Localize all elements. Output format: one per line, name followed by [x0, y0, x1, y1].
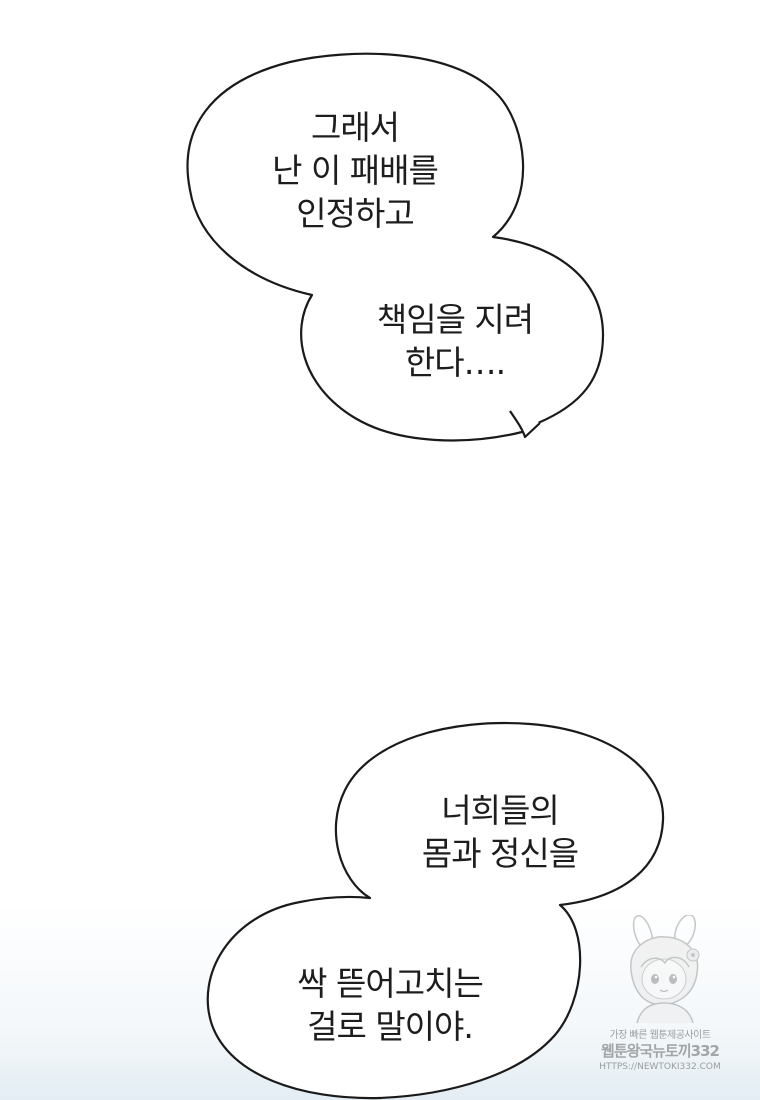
speech-text-1-line-1: 그래서	[310, 108, 400, 147]
mascot-watermark-icon	[630, 915, 700, 1024]
speech-text-2-line-2: 한다….	[404, 343, 506, 382]
watermark-site-name: 웹툰왕국뉴토끼332	[601, 1042, 720, 1060]
speech-bubble-top-tail	[510, 411, 540, 437]
speech-text-1-line-2: 난 이 패배를	[272, 151, 439, 190]
watermark-tagline: 가장 빠른 웹툰제공사이트	[609, 1030, 711, 1041]
speech-text-1: 그래서 난 이 패배를 인정하고	[225, 106, 485, 235]
speech-text-2: 책임을 지려 한다….	[330, 298, 580, 384]
speech-bubble-top	[186, 52, 605, 442]
speech-text-3-line-2: 몸과 정신을	[421, 834, 579, 873]
speech-text-4-line-1: 싹 뜯어고치는	[297, 964, 484, 1003]
speech-bubble-bottom	[206, 721, 665, 1100]
speech-text-3: 너희들의 몸과 정신을	[370, 789, 630, 875]
speech-text-3-line-1: 너희들의	[441, 791, 559, 830]
speech-text-4-line-2: 걸로 말이야.	[307, 1007, 474, 1046]
watermark-url: HTTPS://NEWTOKI332.COM	[599, 1062, 721, 1072]
speech-bubble-top-tail-outline	[509, 410, 541, 439]
speech-text-1-line-3: 인정하고	[296, 194, 414, 233]
speech-text-2-line-1: 책임을 지려	[376, 300, 534, 339]
speech-text-4: 싹 뜯어고치는 걸로 말이야.	[245, 962, 535, 1048]
site-watermark: 가장 빠른 웹툰제공사이트 웹툰왕국뉴토끼332 HTTPS://NEWTOKI…	[593, 915, 727, 1085]
